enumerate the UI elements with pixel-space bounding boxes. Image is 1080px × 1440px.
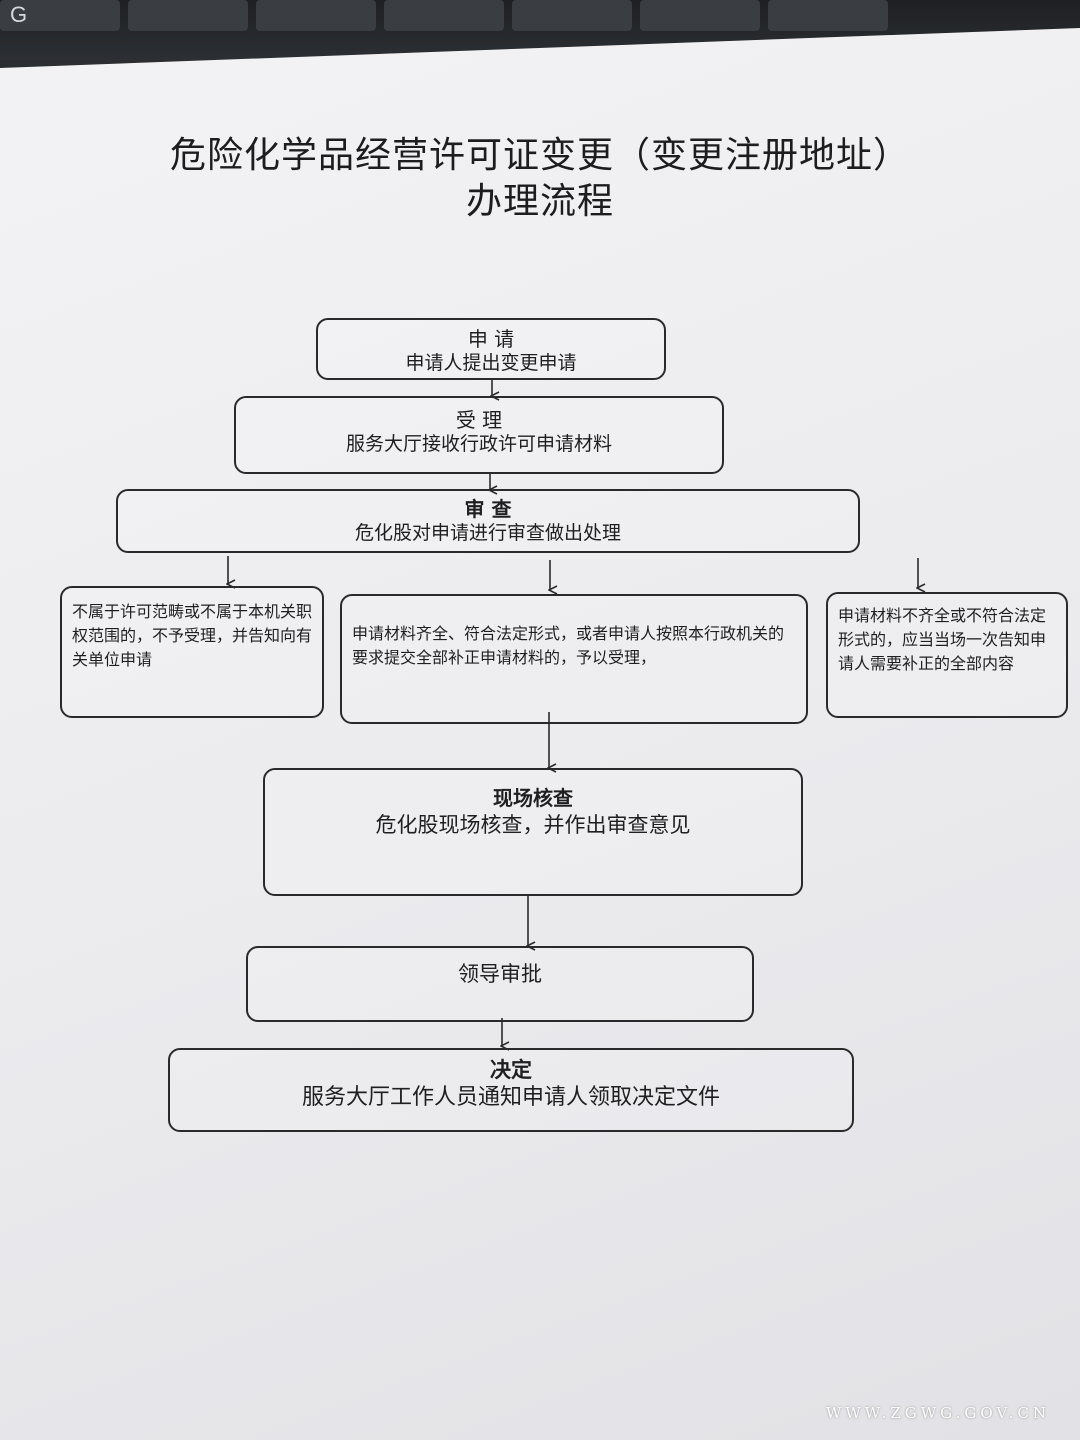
step-decision-box: 决定 服务大厅工作人员通知申请人领取决定文件 <box>168 1048 854 1132</box>
keyboard-background: G <box>0 0 1080 60</box>
document-title: 危险化学品经营许可证变更（变更注册地址） <box>169 135 910 176</box>
keyboard-key <box>512 0 632 34</box>
step-site-check-title: 现场核查 <box>493 786 573 810</box>
step-review-text: 危化股对申请进行审查做出处理 <box>354 522 621 544</box>
keyboard-key <box>768 0 888 34</box>
step-site-check-box: 现场核查 危化股现场核查，并作出审查意见 <box>263 768 803 896</box>
branch-supplement-text: 申请材料不齐全或不符合法定形式的，应当当场一次告知申请人需要补正的全部内容 <box>838 606 1047 673</box>
branch-reject-box: 不属于许可范畴或不属于本机关职权范围的，不予受理，并告知向有关单位申请 <box>60 586 324 718</box>
step-leader-title: 领导审批 <box>458 962 542 986</box>
branch-accept-box: 申请材料齐全、符合法定形式，或者申请人按照本行政机关的要求提交全部补正申请材料的… <box>340 594 808 724</box>
step-apply-box: 申 请 申请人提出变更申请 <box>316 318 666 380</box>
document-subtitle: 办理流程 <box>465 181 614 222</box>
keyboard-key <box>384 0 504 34</box>
step-apply-title: 申 请 <box>467 327 515 351</box>
key-letter: G <box>10 2 28 27</box>
branch-supplement-box: 申请材料不齐全或不符合法定形式的，应当当场一次告知申请人需要补正的全部内容 <box>826 592 1068 718</box>
step-accept-title: 受 理 <box>455 408 503 432</box>
step-accept-box: 受 理 服务大厅接收行政许可申请材料 <box>234 396 724 474</box>
branch-reject-text: 不属于许可范畴或不属于本机关职权范围的，不予受理，并告知向有关单位申请 <box>72 602 313 669</box>
keyboard-key <box>256 0 376 34</box>
step-site-check-text: 危化股现场核查，并作出审查意见 <box>375 813 691 837</box>
keyboard-key: G <box>0 0 120 34</box>
step-review-title: 审 查 <box>464 497 512 521</box>
step-apply-text: 申请人提出变更申请 <box>405 352 577 374</box>
watermark: WWW.ZGWG.GOV.CN <box>825 1404 1050 1422</box>
step-review-box: 审 查 危化股对申请进行审查做出处理 <box>116 489 860 553</box>
paper-document <box>0 28 1080 1440</box>
step-leader-box: 领导审批 <box>246 946 754 1022</box>
step-decision-text: 服务大厅工作人员通知申请人领取决定文件 <box>301 1085 720 1110</box>
keyboard-key <box>128 0 248 34</box>
branch-accept-text: 申请材料齐全、符合法定形式，或者申请人按照本行政机关的要求提交全部补正申请材料的… <box>352 624 785 667</box>
step-accept-text: 服务大厅接收行政许可申请材料 <box>345 433 612 455</box>
step-decision-title: 决定 <box>490 1058 532 1082</box>
keyboard-key <box>640 0 760 34</box>
